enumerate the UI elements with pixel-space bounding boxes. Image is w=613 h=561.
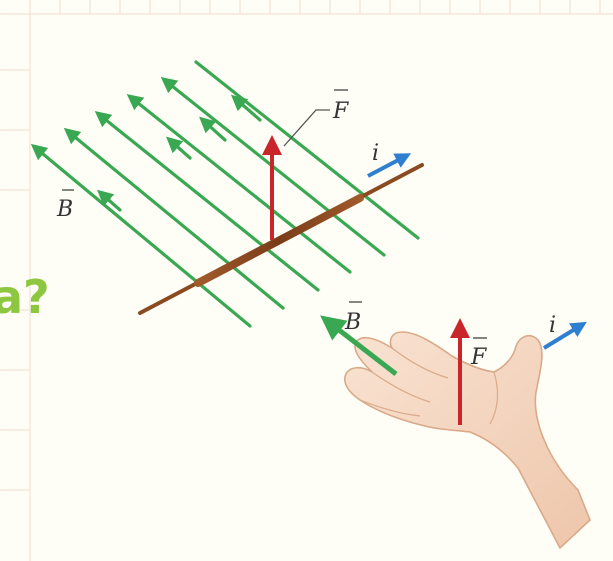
hand-force-label: F (470, 345, 487, 370)
field-label: B (56, 197, 73, 222)
hand-current-label: i (549, 313, 556, 338)
field-line (63, 127, 285, 310)
wire (138, 163, 424, 315)
finger-crease (391, 347, 449, 379)
field-arrowhead (166, 136, 192, 160)
field-line (160, 77, 386, 257)
hand-field-arrow (320, 315, 398, 376)
field-line (30, 143, 252, 328)
current-arrow (367, 153, 412, 178)
magnetic-field-lines (30, 60, 420, 328)
hand-field-label: B (344, 310, 361, 335)
field-line (126, 94, 352, 274)
thumb-crease (489, 371, 499, 425)
field-line (94, 110, 320, 292)
partial-question-text: a? (0, 270, 50, 324)
hand-shape (344, 331, 591, 550)
right-hand-illustration (344, 331, 591, 550)
finger-crease (359, 399, 421, 417)
current-label: i (372, 141, 379, 166)
finger-crease (371, 371, 431, 403)
force-label: F (332, 99, 349, 124)
hand-current-arrow (542, 321, 587, 350)
field-line (194, 60, 420, 240)
field-arrowhead (230, 94, 262, 122)
force-label-leader (283, 109, 330, 147)
field-arrowhead (199, 116, 227, 142)
field-arrowhead (97, 189, 122, 212)
